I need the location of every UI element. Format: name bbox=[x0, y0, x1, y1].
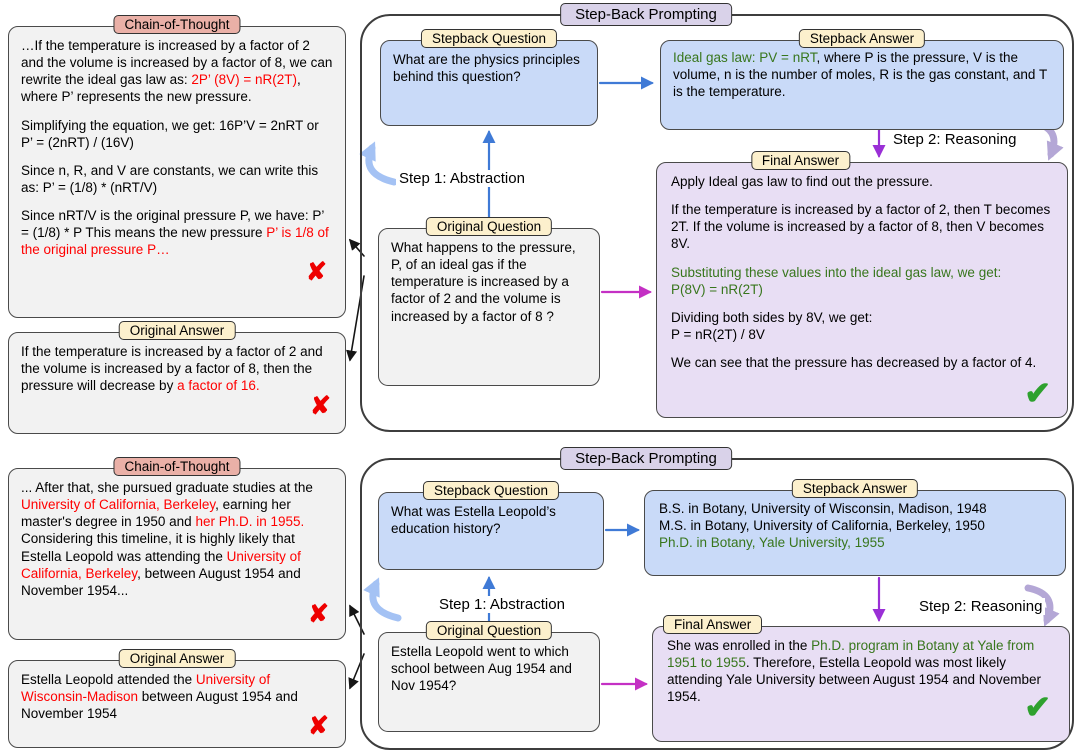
final-answer-box-1: Final Answer Apply Ideal gas law to find… bbox=[656, 151, 1068, 418]
final-answer-text-1: Apply Ideal gas law to find out the pres… bbox=[671, 174, 1051, 371]
original-answer-label-1: Original Answer bbox=[118, 321, 236, 340]
wrong-mark-icon: ✘ bbox=[308, 600, 329, 628]
step1-label-2: Step 1: Abstraction bbox=[436, 596, 568, 613]
stepback-prompting-container-1: Step-Back Prompting bbox=[360, 3, 1074, 432]
stepback-question-text-1: What are the physics principles behind t… bbox=[393, 52, 580, 85]
stepback-answer-text-1: Ideal gas law: PV = nRT, where P is the … bbox=[673, 50, 1047, 100]
chain-of-thought-label-2: Chain-of-Thought bbox=[113, 457, 241, 476]
original-answer-text-2: Estella Leopold attended the University … bbox=[21, 672, 298, 722]
stepback-answer-text-2: B.S. in Botany, University of Wisconsin,… bbox=[659, 501, 987, 551]
final-answer-box-2: Final Answer She was enrolled in the Ph.… bbox=[652, 615, 1070, 742]
stepback-question-box-2: Stepback Question What was Estella Leopo… bbox=[378, 481, 604, 570]
original-question-text-2: Estella Leopold went to which school bet… bbox=[391, 644, 572, 694]
stepback-question-text-2: What was Estella Leopold’s education his… bbox=[391, 504, 556, 537]
original-question-text-1: What happens to the pressure, P, of an i… bbox=[391, 240, 576, 324]
original-answer-box-1: Original Answer If the temperature is in… bbox=[8, 321, 346, 434]
original-question-box-1: Original Question What happens to the pr… bbox=[378, 217, 600, 386]
correct-mark-icon: ✔ bbox=[1024, 689, 1051, 725]
wrong-mark-icon: ✘ bbox=[310, 392, 331, 420]
stepback-prompting-label-2: Step-Back Prompting bbox=[560, 447, 732, 470]
original-answer-label-2: Original Answer bbox=[118, 649, 236, 668]
step2-label-1: Step 2: Reasoning bbox=[890, 131, 1020, 148]
stepback-question-box-1: Stepback Question What are the physics p… bbox=[380, 29, 598, 126]
stepback-prompting-label-1: Step-Back Prompting bbox=[560, 3, 732, 26]
final-answer-label-1: Final Answer bbox=[750, 151, 851, 170]
original-question-label-2: Original Question bbox=[425, 621, 553, 640]
chain-of-thought-box-2: Chain-of-Thought ... After that, she pur… bbox=[8, 457, 346, 640]
chain-of-thought-box-1: Chain-of-Thought …If the temperature is … bbox=[8, 15, 346, 318]
original-answer-box-2: Original Answer Estella Leopold attended… bbox=[8, 649, 346, 748]
stepback-answer-box-1: Stepback Answer Ideal gas law: PV = nRT,… bbox=[660, 29, 1064, 130]
chain-of-thought-label-1: Chain-of-Thought bbox=[113, 15, 241, 34]
original-question-box-2: Original Question Estella Leopold went t… bbox=[378, 621, 600, 732]
correct-mark-icon: ✔ bbox=[1024, 375, 1051, 411]
stepback-question-label-2: Stepback Question bbox=[422, 481, 560, 500]
step2-label-2: Step 2: Reasoning bbox=[916, 598, 1046, 615]
stepback-answer-box-2: Stepback Answer B.S. in Botany, Universi… bbox=[644, 479, 1066, 576]
original-answer-text-1: If the temperature is increased by a fac… bbox=[21, 344, 323, 394]
original-question-label-1: Original Question bbox=[425, 217, 553, 236]
final-answer-label-2: Final Answer bbox=[663, 615, 763, 634]
wrong-mark-icon: ✘ bbox=[308, 712, 329, 740]
final-answer-text-2: She was enrolled in the Ph.D. program in… bbox=[667, 638, 1041, 705]
stepback-answer-label-2: Stepback Answer bbox=[791, 479, 919, 498]
stepback-answer-label-1: Stepback Answer bbox=[798, 29, 926, 48]
step1-label-1: Step 1: Abstraction bbox=[396, 170, 528, 187]
wrong-mark-icon: ✘ bbox=[306, 258, 327, 286]
chain-of-thought-text-2: ... After that, she pursued graduate stu… bbox=[21, 480, 313, 598]
stepback-question-label-1: Stepback Question bbox=[420, 29, 558, 48]
stepback-prompting-container-2: Step-Back Prompting bbox=[360, 447, 1074, 750]
chain-of-thought-text-1: …If the temperature is increased by a fa… bbox=[21, 38, 333, 258]
